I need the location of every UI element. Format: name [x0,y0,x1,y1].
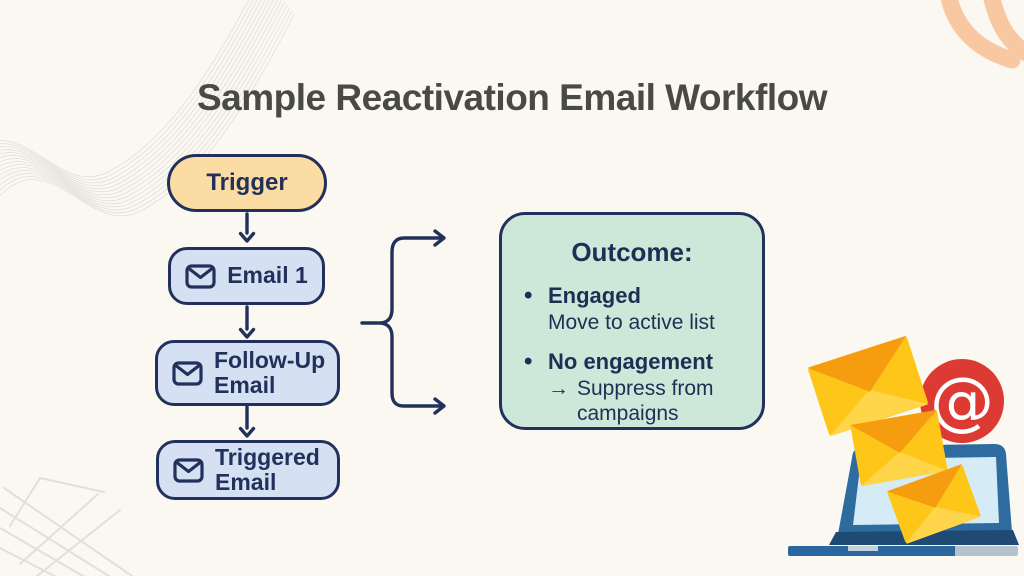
envelope-icon [172,360,203,386]
outcome-item-detail: Suppress from campaigns [577,377,714,425]
flow-node-email-1: Email 1 [168,247,325,305]
flow-node-trigger: Trigger [167,154,327,212]
envelope-icon [185,263,216,289]
flow-node-label: Follow-Up Email [214,346,326,398]
outcome-item-detail: Move to active list [548,311,715,334]
envelope-illustration [850,409,948,487]
outcome-item-no-engagement: • No engagement → Suppress from campaign… [524,349,752,426]
brace-lower-branch [379,321,444,408]
arrow-head [238,426,256,438]
arrow-head [433,397,446,415]
outcome-item-label: Engaged [548,283,641,308]
flow-node-triggered-email: Triggered Email [156,440,340,500]
outcome-item-engaged: • Engaged Move to active list [524,283,752,335]
scribble-lines-decoration [0,476,133,576]
envelope-illustration [886,464,982,544]
flow-node-label: Trigger [206,169,288,196]
peach-curve-decoration [940,0,1024,69]
at-symbol: @ [930,365,994,439]
flow-node-label: Triggered Email [215,443,320,495]
outcome-box: Outcome: • Engaged Move to active list •… [499,212,765,430]
laptop-email-illustration: @ [788,335,1019,556]
flow-node-follow-up-email: Follow-Up Email [155,340,340,406]
arrow-head [238,327,256,339]
page-title: Sample Reactivation Email Workflow [197,76,828,118]
right-arrow-glyph: → [548,377,569,400]
envelope-icon [173,457,204,483]
brace-upper-branch [360,236,444,325]
arrow-head [433,229,446,247]
flow-node-label: Email 1 [227,262,308,289]
at-symbol-badge: @ [920,359,1004,443]
bullet-dot: • [524,282,533,309]
arrow-head [238,231,256,243]
envelope-illustration [807,335,929,437]
outcome-list: • Engaged Move to active list • No engag… [502,283,762,426]
bullet-dot: • [524,348,533,375]
outcome-item-label: No engagement [548,349,714,374]
outcome-title: Outcome: [571,237,693,267]
